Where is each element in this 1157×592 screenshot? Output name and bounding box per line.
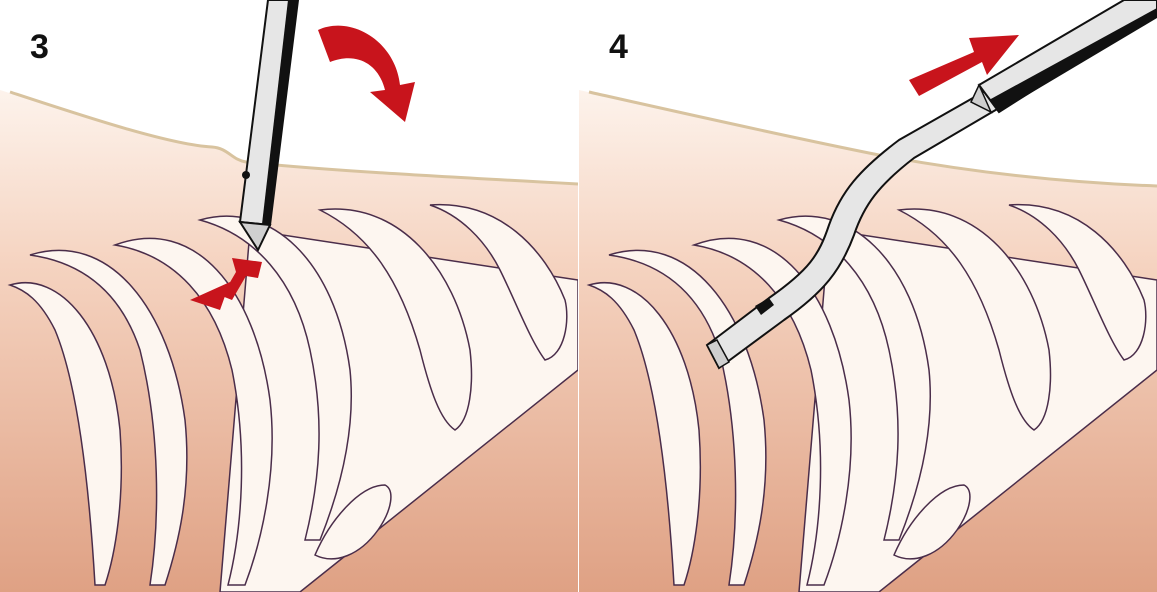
- step-number: 4: [609, 30, 628, 64]
- illustration-step-4: [579, 0, 1157, 592]
- rotation-arrow-icon: [318, 26, 415, 122]
- step-number: 3: [30, 30, 49, 64]
- panel-step-4: 4: [579, 0, 1157, 592]
- illustration-step-3: [0, 0, 578, 592]
- panel-step-3: 3: [0, 0, 578, 592]
